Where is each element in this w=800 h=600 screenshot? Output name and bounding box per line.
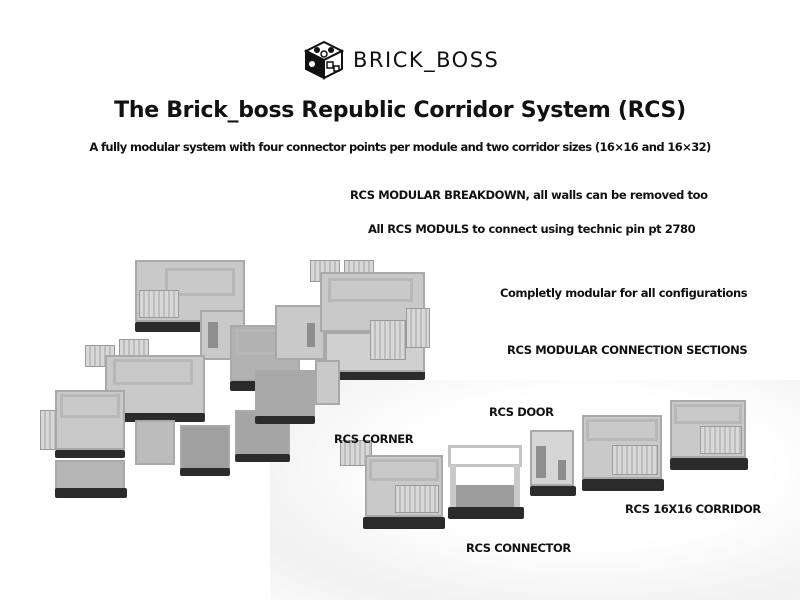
brand-name: BRICK_BOSS xyxy=(353,48,500,72)
module-render xyxy=(135,410,372,490)
note-breakdown: RCS MODULAR BREAKDOWN, all walls can be … xyxy=(350,188,708,202)
brand-logo: BRICK_BOSS xyxy=(303,40,499,80)
module-sections-render xyxy=(360,400,780,530)
note-sections: RCS MODULAR CONNECTION SECTIONS xyxy=(507,343,748,357)
note-connect: All RCS MODULS to connect using technic … xyxy=(368,222,696,236)
module-render xyxy=(135,260,245,340)
module-render-door xyxy=(530,430,580,500)
page-title: The Brick_boss Republic Corridor System … xyxy=(114,98,686,123)
label-door: RCS DOOR xyxy=(489,405,554,419)
page-subtitle: A fully modular system with four connect… xyxy=(89,140,711,154)
label-corridor: RCS 16X16 CORRIDOR xyxy=(625,502,761,516)
label-corner: RCS CORNER xyxy=(334,432,414,446)
brick-cube-icon xyxy=(303,40,345,80)
module-render-corridor xyxy=(582,415,664,505)
module-render xyxy=(255,360,375,430)
label-connector: RCS CONNECTOR xyxy=(466,541,571,555)
module-render-connector xyxy=(448,445,526,525)
module-render xyxy=(275,305,325,365)
note-modular: Completly modular for all configurations xyxy=(500,286,748,300)
module-render-corridor xyxy=(670,400,752,480)
module-render-corner xyxy=(363,455,445,535)
exploded-assembly-render xyxy=(25,250,435,500)
module-render xyxy=(40,380,130,500)
module-render xyxy=(310,260,430,380)
